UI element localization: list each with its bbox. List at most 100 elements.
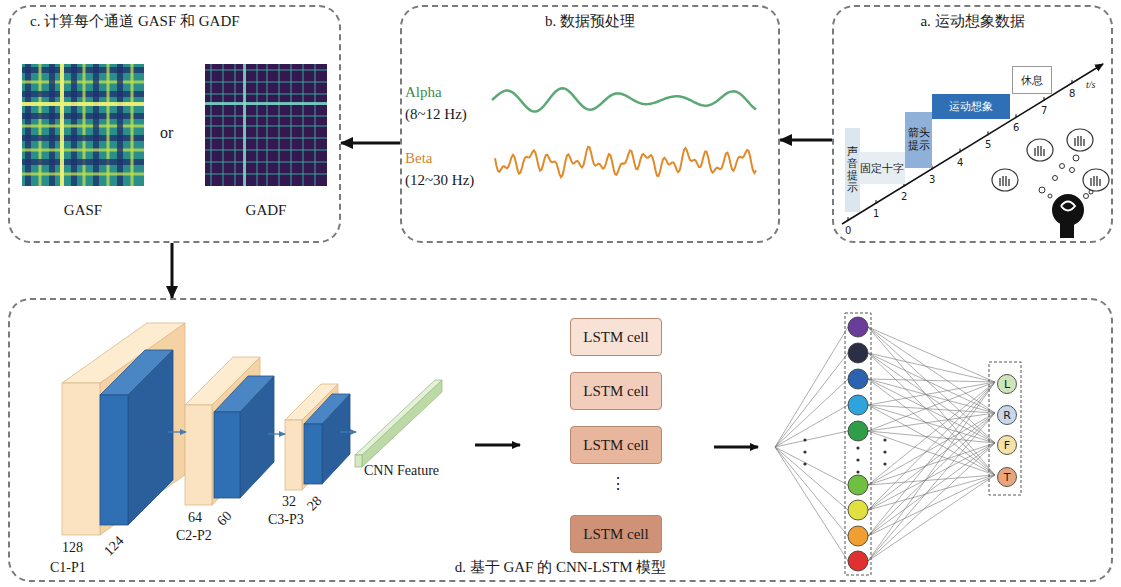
dashed-panel: a. 运动想象数据声音提示固定十字箭头提示运动想象休息 xyxy=(832,5,1113,243)
matrix-stripe xyxy=(205,161,327,163)
matrix-stripe xyxy=(302,64,304,186)
image-caption: GASF xyxy=(22,202,144,219)
matrix-stripe xyxy=(22,102,144,106)
matrix-stripe xyxy=(93,64,99,186)
ellipsis-dot xyxy=(883,438,886,441)
box-front xyxy=(355,455,362,467)
text-label: 32 xyxy=(282,494,296,509)
output-neuron: L xyxy=(997,374,1017,394)
output-neuron: R xyxy=(997,405,1017,425)
nn-link xyxy=(868,379,995,413)
thought-cloud xyxy=(1027,139,1053,161)
matrix-stripe xyxy=(290,64,292,186)
tick-number: 7 xyxy=(1041,105,1047,116)
nn-link xyxy=(775,353,848,447)
nn-link xyxy=(868,382,995,561)
step-label: 箭头提示 xyxy=(908,127,930,152)
hand-sketch xyxy=(1091,176,1100,186)
axis-tick xyxy=(1016,114,1017,118)
box-front xyxy=(62,383,100,535)
thought-dot xyxy=(1073,155,1079,161)
axis-tick xyxy=(960,149,961,153)
matrix-stripe xyxy=(205,125,327,127)
box-top xyxy=(355,380,442,455)
panel-title: b. 数据预处理 xyxy=(402,12,778,31)
lstm-cell: LSTM cell xyxy=(570,318,662,356)
output-layer-frame xyxy=(989,362,1021,495)
box-front xyxy=(214,412,240,498)
matrix-stripe xyxy=(244,64,246,186)
nn-link xyxy=(868,443,995,536)
nn-link xyxy=(868,327,995,443)
matrix-stripe xyxy=(22,173,144,176)
text-label: (8~12 Hz) xyxy=(405,106,467,123)
small-arrow xyxy=(168,431,186,432)
class-label: L xyxy=(1004,378,1010,391)
pool-block-c1 xyxy=(100,350,173,525)
conv-block-c1 xyxy=(62,323,185,535)
lstm-cell: LSTM cell xyxy=(570,372,662,410)
text-label: t/s xyxy=(1086,79,1095,90)
nn-link xyxy=(868,443,995,510)
box-top xyxy=(214,376,274,412)
timeline-step: 运动想象 xyxy=(932,94,1010,119)
gaf-image: GASF xyxy=(22,62,144,222)
lstm-cell: LSTM cell xyxy=(570,426,662,464)
cnn-feature-bar xyxy=(355,380,442,467)
flow-arrow xyxy=(714,446,758,449)
alpha-wave xyxy=(492,88,756,111)
nn-link xyxy=(868,413,995,536)
nn-link xyxy=(775,405,848,447)
matrix-stripe xyxy=(22,125,144,128)
imagining-person-icon xyxy=(992,129,1109,238)
flow-connector xyxy=(171,243,174,298)
matrix-stripe xyxy=(205,173,327,175)
matrix-stripe xyxy=(131,64,134,186)
ellipsis-mark: ⋮ xyxy=(610,475,626,493)
timeline-step: 箭头提示 xyxy=(905,112,932,168)
text-label: Alpha xyxy=(405,84,442,101)
dashed-panel: c. 计算每个通道 GASF 和 GADF GASF GADF xyxy=(8,5,341,243)
ellipsis-dot xyxy=(883,450,886,453)
small-arrow xyxy=(268,433,285,434)
step-label: 固定十字 xyxy=(860,161,904,176)
ellipsis-dot xyxy=(803,450,806,453)
ellipsis-dot xyxy=(803,438,806,441)
output-neuron: F xyxy=(997,435,1017,455)
flow-arrow xyxy=(475,444,520,447)
hidden-neuron xyxy=(848,475,868,495)
step-label: 运动想象 xyxy=(949,99,993,114)
hidden-neuron xyxy=(848,551,868,571)
step-label: 声音提示 xyxy=(847,146,858,194)
matrix-stripe xyxy=(61,64,64,186)
panel-title: c. 计算每个通道 GASF 和 GADF xyxy=(30,12,240,31)
matrix-stripe xyxy=(205,137,327,139)
matrix-stripe xyxy=(205,103,327,105)
lstm-cell: LSTM cell xyxy=(570,515,662,553)
text-label: 124 xyxy=(101,533,127,559)
pool-block-c2 xyxy=(214,376,274,498)
text-label: 64 xyxy=(188,510,202,525)
tick-number: 8 xyxy=(1069,88,1075,99)
box-side xyxy=(362,380,442,467)
box-front xyxy=(185,405,212,505)
panel-title: a. 运动想象数据 xyxy=(834,12,1111,31)
hidden-neuron xyxy=(848,421,868,441)
flow-connector xyxy=(780,139,832,142)
ellipsis-dot xyxy=(803,462,806,465)
gaf-matrix xyxy=(205,64,327,186)
gaf-image: GADF xyxy=(205,62,327,222)
text-label: 128 xyxy=(62,540,83,555)
dashed-panel: d. 基于 GAF 的 CNN-LSTM 模型LSTM cellLSTM cel… xyxy=(8,298,1113,582)
text-label: 60 xyxy=(214,508,235,529)
nn-link xyxy=(868,413,995,431)
hidden-neuron xyxy=(848,395,868,415)
nn-link xyxy=(868,443,995,485)
hidden-neuron xyxy=(848,526,868,546)
pool-block-c3 xyxy=(304,394,350,484)
head-shape xyxy=(1052,194,1084,226)
text-label: C1-P1 xyxy=(50,560,86,575)
matrix-stripe xyxy=(117,64,123,186)
thought-dot xyxy=(1060,164,1065,169)
